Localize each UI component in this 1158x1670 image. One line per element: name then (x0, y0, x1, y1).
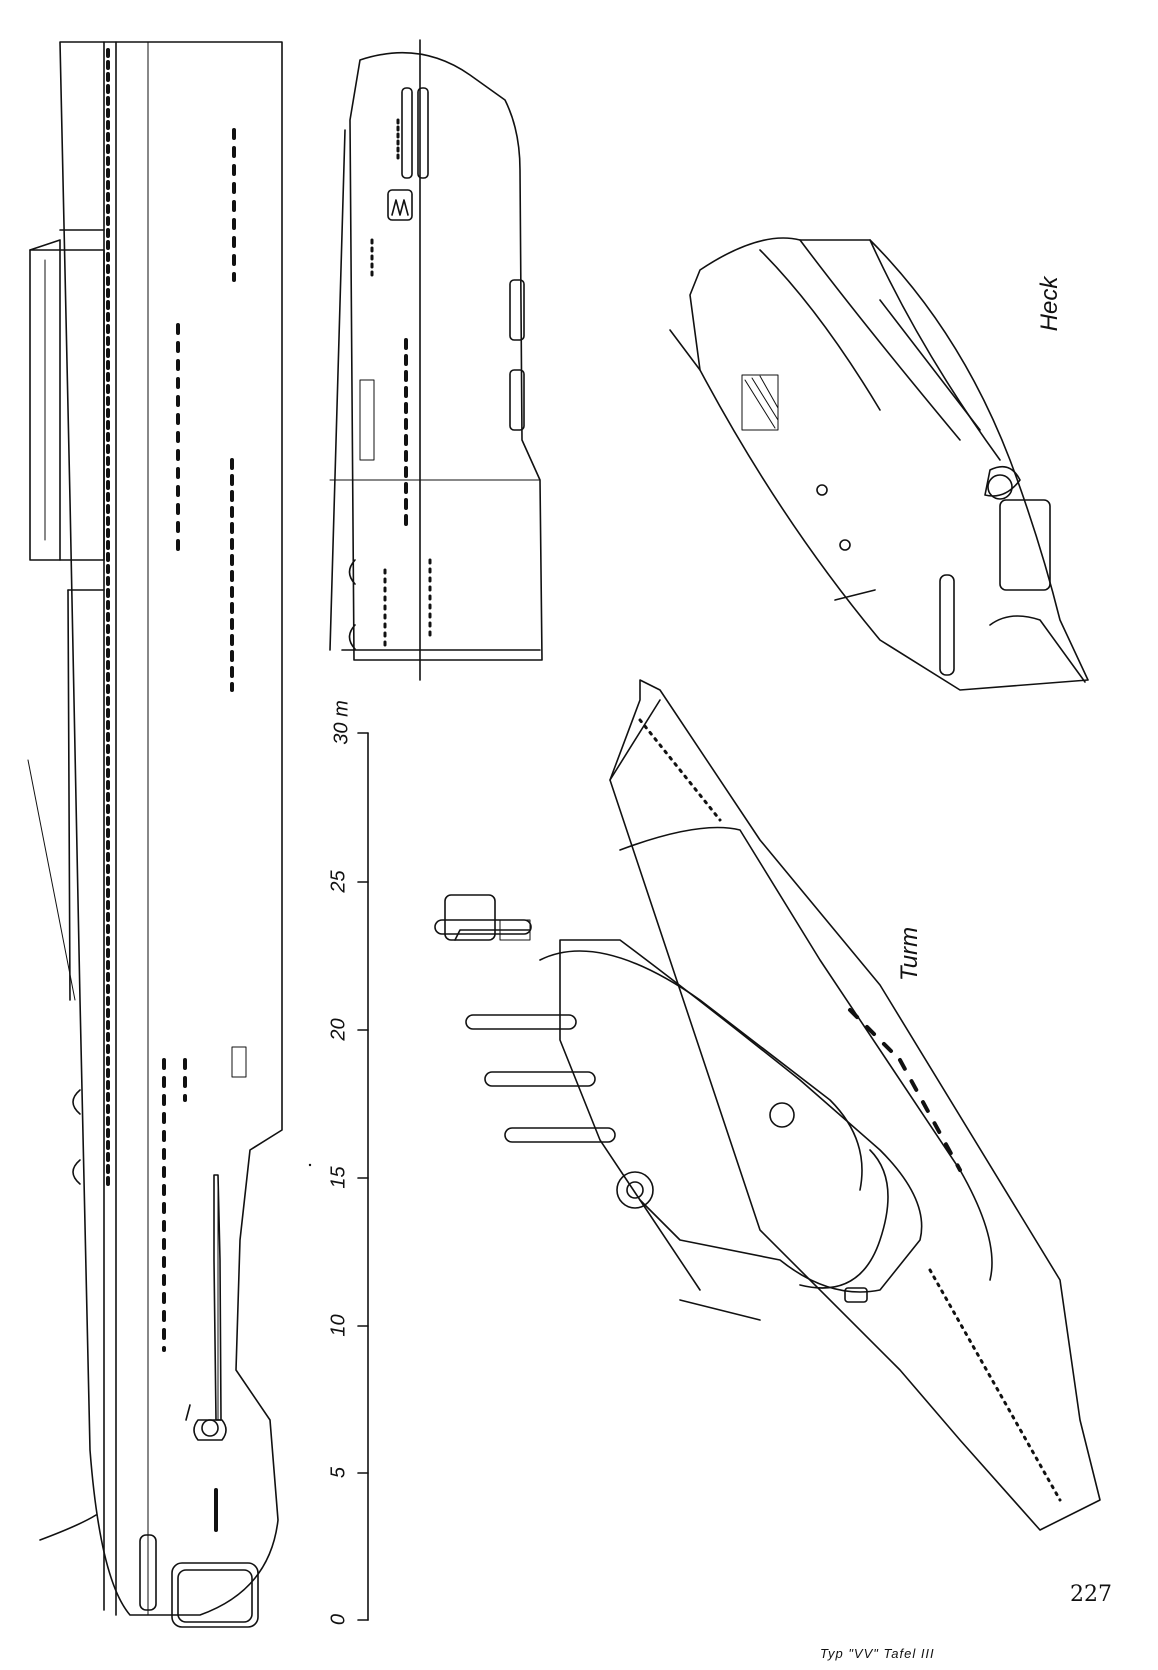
scale-tick-5: 5 (327, 1466, 350, 1479)
turm-conning-tower-perspective (434, 679, 1101, 1531)
page-number: 227 (1070, 1582, 1112, 1607)
plate-caption: Typ "VV" Tafel III (820, 1646, 935, 1661)
scale-tick-25: 25 (327, 870, 350, 893)
heck-stern-perspective (669, 237, 1089, 691)
scale-label-30m: 30 m (330, 700, 353, 745)
label-turm: Turm (896, 926, 923, 982)
scale-tick-15: 15 (327, 1166, 350, 1189)
label-heck: Heck (1036, 276, 1063, 332)
scale-tick-10: 10 (327, 1314, 350, 1337)
scale-tick-0: 0 (327, 1613, 350, 1626)
scale-tick-20: 20 (327, 1018, 350, 1041)
side-elevation-hull (329, 39, 543, 681)
scale-bar (357, 732, 369, 1621)
plan-view-hull (27, 41, 283, 1628)
